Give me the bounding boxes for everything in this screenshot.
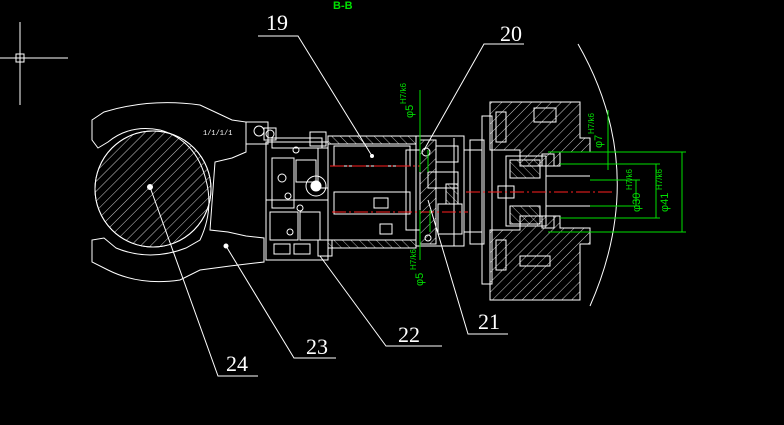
piston-assembly-parts-20-21-22: [415, 135, 482, 247]
outline-arc: [577, 43, 618, 307]
part-label-19: 19: [266, 10, 288, 35]
dimension-phi5-bottom: φ5 H7/k6: [409, 249, 426, 286]
svg-text:H7/k6: H7/k6: [587, 113, 596, 134]
crosshair-cursor-icon: [0, 22, 68, 105]
part-label-22: 22: [398, 322, 420, 347]
centerlines: [330, 165, 612, 213]
part-label-20: 20: [500, 21, 522, 46]
dimension-lines: [419, 90, 686, 260]
svg-text:φ41: φ41: [659, 193, 671, 212]
leader-lines: [149, 35, 524, 377]
dimension-phi5-top: φ5 H7/k6: [399, 83, 416, 118]
cylinder-part-19: [327, 135, 421, 249]
clamp-jaw-part-24: 1/1/1/1: [91, 102, 265, 283]
svg-text:1/1/1/1: 1/1/1/1: [203, 130, 232, 138]
part-label-23: 23: [306, 334, 328, 359]
body-part-23: [245, 121, 333, 261]
dimension-phi41: φ41 H7/k6: [655, 169, 671, 212]
part-label-21: 21: [478, 309, 500, 334]
part-label-24: 24: [226, 351, 248, 376]
svg-text:H7/k6: H7/k6: [655, 169, 664, 190]
section-label: B-B: [333, 0, 353, 12]
svg-text:φ5: φ5: [404, 105, 416, 118]
dimension-phi30: φ30 H7/k6: [625, 169, 643, 212]
dimension-phi7: φ7 H7/k6: [587, 113, 605, 148]
svg-text:H7/k6: H7/k6: [625, 169, 634, 190]
svg-text:φ30: φ30: [631, 193, 643, 212]
svg-text:φ5: φ5: [414, 273, 426, 286]
svg-text:φ7: φ7: [593, 135, 605, 148]
flange-housing: [453, 101, 591, 301]
svg-text:H7/k6: H7/k6: [399, 83, 408, 104]
svg-text:H7/k6: H7/k6: [409, 249, 418, 270]
